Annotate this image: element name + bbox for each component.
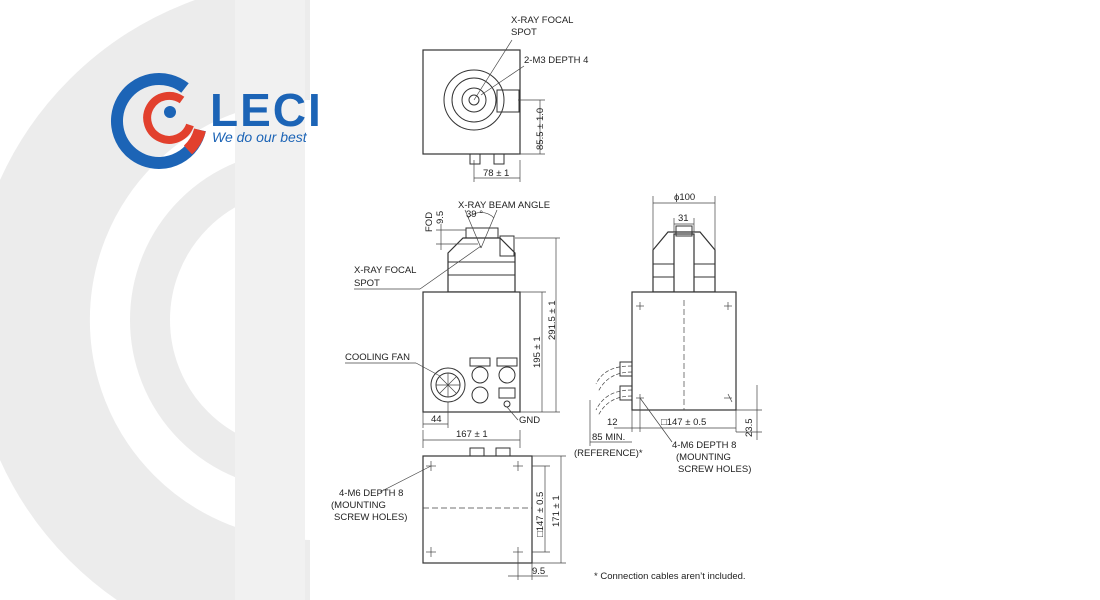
cable-2 <box>595 389 633 411</box>
connector-2-icon <box>498 366 516 384</box>
footnote: * Connection cables aren’t included. <box>594 571 746 582</box>
brand-name: LECI <box>210 84 323 136</box>
side-width-dim: 167 ± 1 <box>456 429 488 440</box>
side-focal-label-1: X-RAY FOCAL <box>354 265 416 276</box>
rear-view: ϕ100 31 12 □147 ± 0.5 23.5 85 MIN. (REFE… <box>574 192 762 475</box>
beam-angle-value: 39 ° <box>466 209 483 220</box>
connector-3-icon <box>471 386 489 404</box>
connector-1-icon <box>471 366 489 384</box>
top-focal-spot-icon <box>468 94 480 106</box>
bottom-body <box>422 455 533 564</box>
side-body <box>422 291 521 413</box>
rear-reference-label: (REFERENCE)* <box>574 448 643 459</box>
top-view-housing <box>422 49 521 155</box>
rear-screw-label-1: 4-M6 DEPTH 8 <box>672 440 736 451</box>
cable-1 <box>595 365 633 385</box>
bottom-screw-label-1: 4-M6 DEPTH 8 <box>339 488 403 499</box>
logo-ring-blue <box>111 73 206 169</box>
top-width-dim: 78 ± 1 <box>483 168 509 179</box>
top-view: X-RAY FOCAL SPOT 2-M3 DEPTH 4 85.5 ± 1.0… <box>422 15 588 182</box>
fan-offset-dim: 44 <box>431 414 442 425</box>
rear-screw-label-2: (MOUNTING <box>676 452 731 463</box>
top-screw-label: 2-M3 DEPTH 4 <box>524 55 588 66</box>
side-focal-label-2: SPOT <box>354 278 380 289</box>
logo-ring-red <box>183 128 206 155</box>
beam-angle-label: X-RAY BEAM ANGLE <box>458 200 550 211</box>
rear-offset-dim: 12 <box>607 417 618 428</box>
rear-screw-label-3: SCREW HOLES) <box>678 464 751 475</box>
top-height-dim: 85.5 ± 1.0 <box>535 108 546 150</box>
bottom-screw-label-3: SCREW HOLES) <box>334 512 407 523</box>
body-height-dim: 195 ± 1 <box>532 336 543 368</box>
logo-inner-arc <box>143 91 194 144</box>
bottom-screw-icon <box>426 461 523 557</box>
bottom-screw-label-2: (MOUNTING <box>331 500 386 511</box>
rear-neck <box>673 233 695 293</box>
rear-min-dim: 85 MIN. <box>592 432 625 443</box>
total-height-dim: 291.5 ± 1 <box>547 300 558 340</box>
rear-neck-dim: 31 <box>678 213 689 224</box>
fod-value: 9.5 <box>435 211 446 224</box>
rear-square-dim: □147 ± 0.5 <box>661 417 706 428</box>
rear-diameter-dim: ϕ100 <box>674 192 695 203</box>
bottom-offset-dim: 9.5 <box>532 566 545 577</box>
bottom-depth-dim: 171 ± 1 <box>551 495 562 527</box>
leci-logo: LECI We do our best <box>111 73 323 169</box>
watermark-logo <box>0 0 311 600</box>
cooling-fan-label: COOLING FAN <box>345 352 410 363</box>
top-focal-label-2: SPOT <box>511 27 537 38</box>
side-view: X-RAY BEAM ANGLE 39 ° FOD 9.5 X-RAY FOCA… <box>345 200 560 448</box>
rear-height-dim: 23.5 <box>744 419 755 438</box>
bottom-view: 4-M6 DEPTH 8 (MOUNTING SCREW HOLES) □147… <box>331 447 566 580</box>
top-focal-label-1: X-RAY FOCAL <box>511 15 573 26</box>
fod-label: FOD <box>424 212 435 232</box>
logo-core <box>164 106 176 118</box>
gnd-label: GND <box>519 415 540 426</box>
bottom-square-dim: □147 ± 0.5 <box>535 492 546 537</box>
brand-tagline: We do our best <box>212 129 308 145</box>
